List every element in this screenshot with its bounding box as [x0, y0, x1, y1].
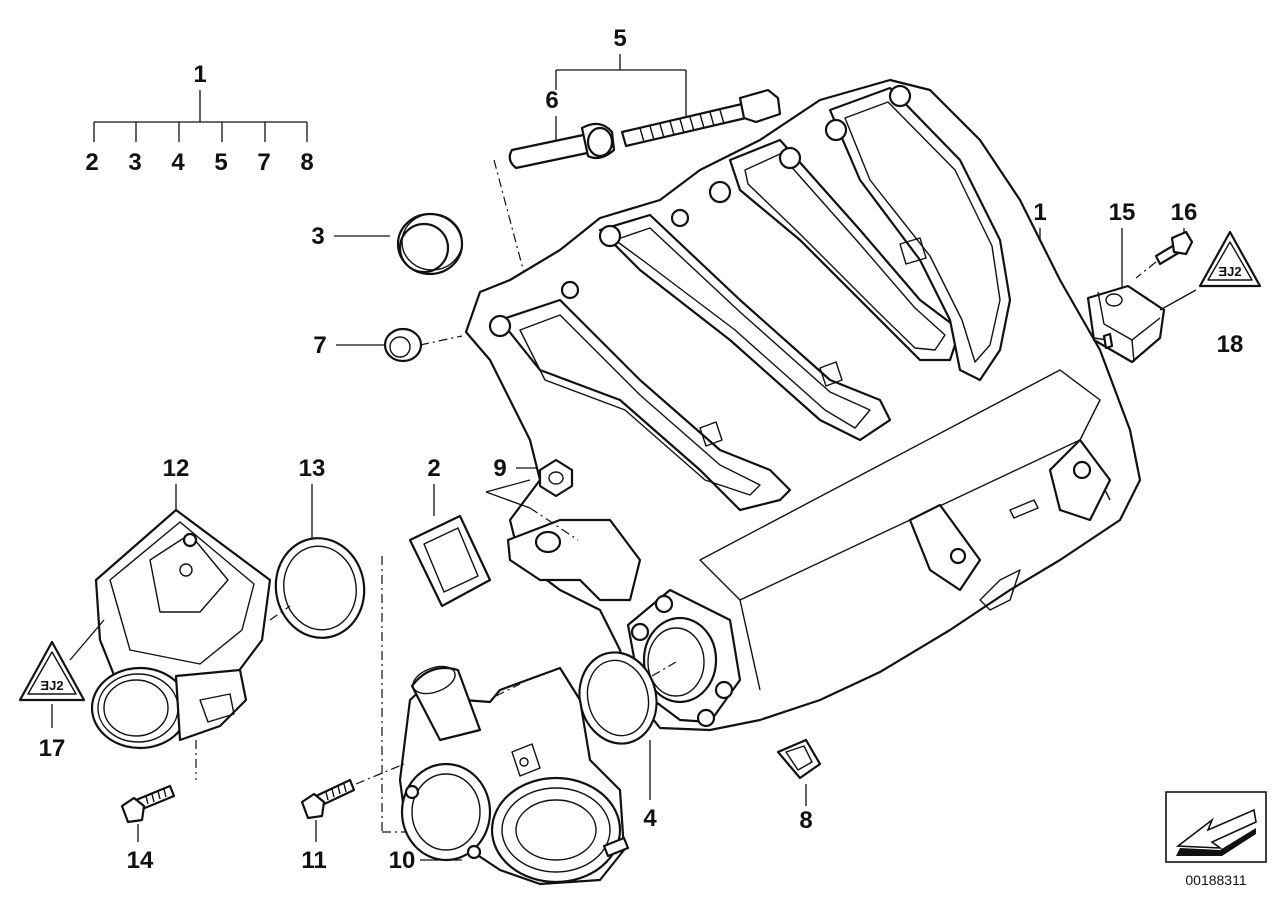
- sealing-ring-3: 3: [311, 212, 464, 276]
- gasket-2: 2: [408, 455, 492, 608]
- pressure-sensor-15: 15: [1086, 199, 1166, 364]
- tree-label-4: 4: [171, 149, 185, 176]
- gasket-4-label: 4: [643, 805, 657, 832]
- intake-manifold: 1: [464, 78, 1142, 732]
- screw-16-label: 16: [1171, 199, 1198, 226]
- catalog-code: 00188311: [1185, 872, 1246, 888]
- tree-label-7: 7: [257, 149, 270, 176]
- ring-3-label: 3: [311, 223, 324, 250]
- warning-17-symbol: ƎJ2: [40, 678, 63, 693]
- ring-7-label: 7: [313, 332, 326, 359]
- screw-16: 16: [1135, 199, 1198, 279]
- clip-8-label: 8: [799, 807, 812, 834]
- tree-root-label: 1: [193, 61, 206, 88]
- bolt-14-label: 14: [127, 847, 154, 874]
- gasket-13-label: 13: [299, 455, 326, 482]
- warning-17-label: 17: [39, 735, 66, 762]
- warning-18-symbol: ƎJ2: [1218, 264, 1241, 279]
- catalog-code-box: 00188311: [1165, 791, 1267, 888]
- bolt-11: 11: [300, 763, 405, 874]
- sensor-15-label: 15: [1109, 199, 1136, 226]
- throttle-12-label: 12: [163, 455, 190, 482]
- warning-triangle-18: ƎJ2 18: [1159, 230, 1262, 358]
- tree-label-5: 5: [214, 149, 227, 176]
- egr-valve-10: 10: [389, 665, 630, 886]
- bolt-14: 14: [120, 784, 176, 874]
- sealing-ring-7: 7: [313, 327, 463, 363]
- bolt-6-label: 6: [545, 87, 558, 114]
- warning-18-label: 18: [1217, 331, 1244, 358]
- tree-label-2: 2: [85, 149, 98, 176]
- long-stud: [620, 88, 782, 148]
- nut-9-label: 9: [493, 455, 506, 482]
- manifold-label: 1: [1033, 199, 1046, 226]
- tree-label-3: 3: [128, 149, 141, 176]
- bolt-set-5: 5 6: [493, 25, 782, 319]
- gasket-13: 13: [269, 455, 420, 833]
- clip-nut-8: 8: [776, 738, 822, 834]
- warning-triangle-17: ƎJ2 17: [18, 619, 105, 762]
- nut-9: 9: [485, 455, 579, 541]
- bolt-11-label: 11: [301, 847, 326, 874]
- tree-label-8: 8: [300, 149, 313, 176]
- throttle-housing-12: 12: [90, 455, 272, 780]
- bolt-set-label: 5: [613, 25, 626, 52]
- short-bolt: [508, 122, 616, 170]
- egr-valve-label: 10: [389, 847, 416, 874]
- assembly-tree: 1 2 3 4 5 7 8: [85, 61, 313, 176]
- gasket-2-label: 2: [427, 455, 440, 482]
